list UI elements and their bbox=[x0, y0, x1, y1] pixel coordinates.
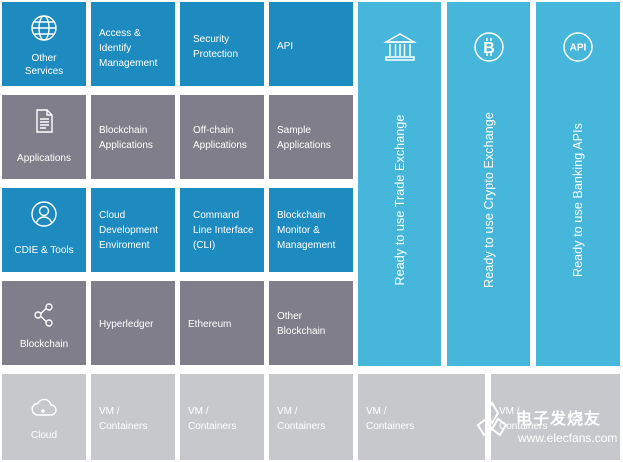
cell-off-chain-applications: Off-chain Applications bbox=[180, 95, 264, 179]
api-icon-text: API bbox=[570, 43, 587, 54]
cell-security-protection: Security Protection bbox=[180, 2, 264, 86]
cell-sample-applications: Sample Applications bbox=[269, 95, 353, 179]
cell-vm-containers: VM / Containers bbox=[91, 374, 175, 460]
cell-vm-containers: VM / Containers bbox=[491, 374, 620, 460]
share-nodes-icon bbox=[34, 303, 53, 327]
cell-vm-containers: VM / Containers bbox=[269, 374, 353, 460]
user-icon bbox=[31, 201, 57, 227]
category-label: Blockchain bbox=[19, 339, 69, 350]
cell-other-blockchain: Other Blockchain bbox=[269, 281, 353, 365]
cloud-icon bbox=[31, 398, 57, 416]
category-applications: Applications bbox=[2, 95, 86, 179]
cell-vm-containers: VM / Containers bbox=[358, 374, 485, 460]
category-label: Other Services bbox=[24, 53, 64, 77]
category-other-services: Other Services bbox=[2, 2, 86, 86]
bitcoin-icon: B bbox=[473, 32, 504, 62]
cell-ethereum: Ethereum bbox=[180, 281, 264, 365]
watermark-logo-icon bbox=[476, 401, 508, 437]
globe-icon bbox=[31, 15, 57, 41]
watermark: 电子发烧友 www.elecfans.com bbox=[470, 395, 620, 455]
category-label: Applications bbox=[17, 153, 71, 164]
category-blockchain: Blockchain bbox=[2, 281, 86, 365]
column-label: Ready to use Crypto Exchange bbox=[481, 112, 496, 288]
column-banking-apis: API Ready to use Banking APIs bbox=[536, 2, 620, 366]
cell-hyperledger: Hyperledger bbox=[91, 281, 175, 365]
watermark-url: www.elecfans.com bbox=[518, 431, 618, 445]
document-icon bbox=[36, 109, 53, 133]
bank-icon bbox=[382, 33, 417, 61]
column-label: Ready to use Trade Exchange bbox=[392, 114, 407, 286]
category-cdie-tools: CDIE & Tools bbox=[2, 188, 86, 272]
cell-api: API bbox=[269, 2, 353, 86]
column-crypto-exchange: B Ready to use Crypto Exchange bbox=[447, 2, 530, 366]
cell-command-line-interface: Command Line Interface (CLI) bbox=[180, 188, 264, 272]
cell-blockchain-monitor-management: Blockchain Monitor & Management bbox=[269, 188, 353, 272]
svg-text:B: B bbox=[483, 40, 495, 57]
api-icon: API bbox=[563, 32, 593, 62]
cell-blockchain-applications: Blockchain Applications bbox=[91, 95, 175, 179]
category-cloud: Cloud bbox=[2, 374, 86, 460]
column-label: Ready to use Banking APIs bbox=[571, 123, 585, 277]
column-trade-exchange: Ready to use Trade Exchange bbox=[358, 2, 441, 366]
cell-access-identify-management: Access & Identify Management bbox=[91, 2, 175, 86]
watermark-cn: 电子发烧友 bbox=[516, 411, 602, 428]
category-label: CDIE & Tools bbox=[14, 245, 74, 256]
cell-cloud-development-enviroment: Cloud Development Enviroment bbox=[91, 188, 175, 272]
cell-vm-containers: VM / Containers bbox=[180, 374, 264, 460]
category-label: Cloud bbox=[30, 430, 58, 441]
